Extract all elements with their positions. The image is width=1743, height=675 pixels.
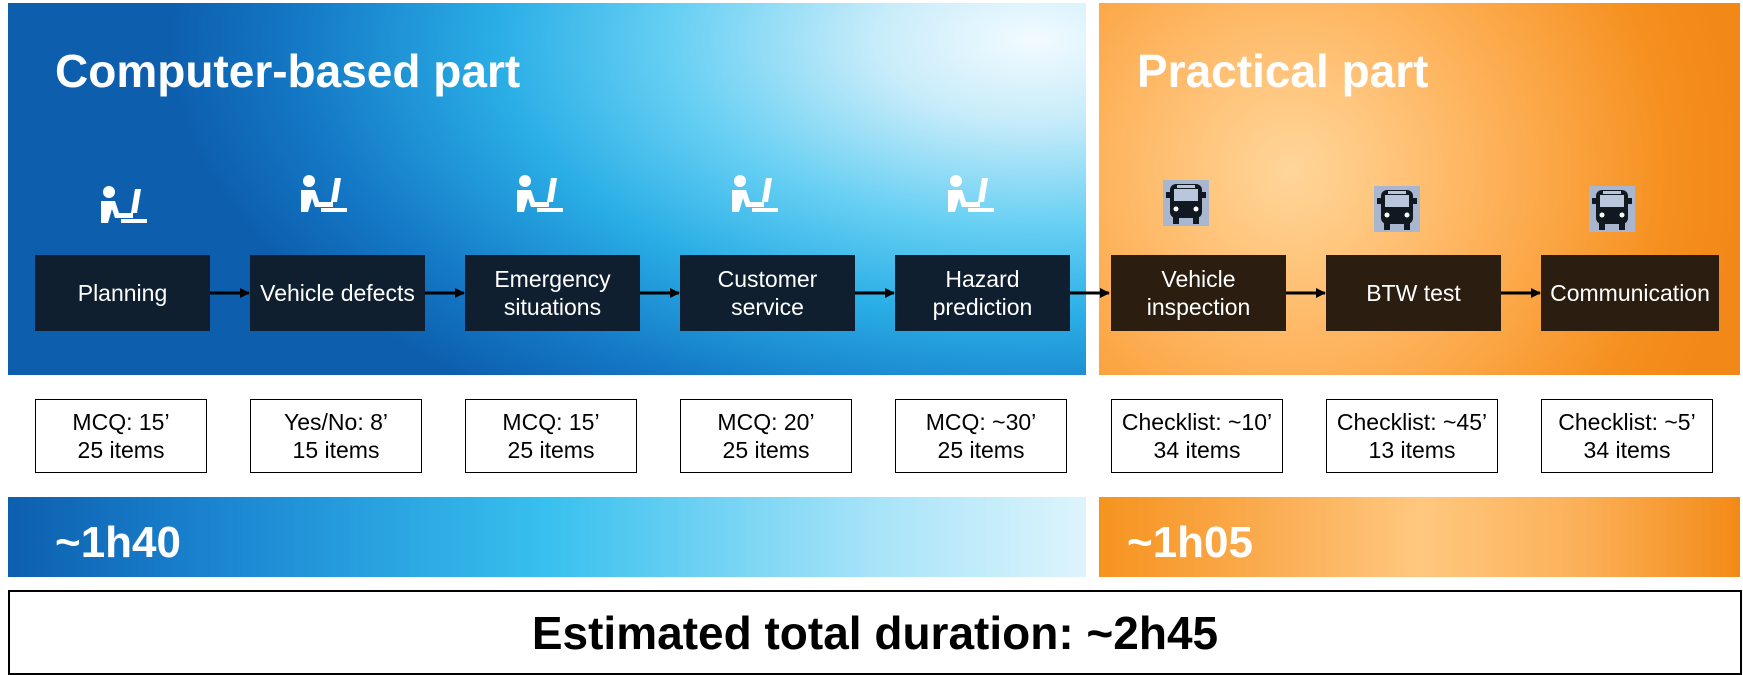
info-btw-test: Checklist: ~45’ 13 items (1326, 399, 1498, 473)
test-format: MCQ: 15’ (502, 409, 600, 435)
test-format: MCQ: 15’ (72, 409, 170, 435)
step-planning: Planning (35, 255, 210, 331)
info-vehicle-defects: Yes/No: 8’ 15 items (250, 399, 422, 473)
test-format: MCQ: ~30’ (925, 409, 1037, 435)
person-at-computer-icon (101, 186, 147, 223)
step-communication: Communication (1541, 255, 1719, 331)
item-count: 25 items (507, 437, 595, 463)
person-at-computer-icon (301, 175, 347, 212)
item-count: 15 items (292, 437, 380, 463)
test-format: Checklist: ~5’ (1558, 409, 1696, 435)
info-customer-service: MCQ: 20’ 25 items (680, 399, 852, 473)
test-format: Yes/No: 8’ (284, 409, 388, 435)
step-hazard-prediction: Hazard prediction (895, 255, 1070, 331)
practical-duration-bar (1099, 497, 1740, 577)
total-duration: Estimated total duration: ~2h45 (531, 607, 1219, 659)
person-at-computer-icon (948, 175, 994, 212)
item-count: 34 items (1153, 437, 1241, 463)
item-count: 25 items (77, 437, 165, 463)
info-hazard-prediction: MCQ: ~30’ 25 items (895, 399, 1067, 473)
item-count: 25 items (937, 437, 1025, 463)
computer-duration: ~1h40 (55, 518, 181, 567)
step-vehicle-inspection: Vehicle inspection (1111, 255, 1286, 331)
info-emergency-situations: MCQ: 15’ 25 items (465, 399, 637, 473)
total-duration-box: Estimated total duration: ~2h45 (8, 590, 1742, 675)
step-btw-test: BTW test (1326, 255, 1501, 331)
info-vehicle-inspection: Checklist: ~10’ 34 items (1111, 399, 1283, 473)
step-customer-service: Customer service (680, 255, 855, 331)
person-at-computer-icon (517, 175, 563, 212)
test-format: MCQ: 20’ (717, 409, 815, 435)
practical-duration: ~1h05 (1127, 518, 1253, 567)
computer-duration-bar (8, 497, 1086, 577)
info-communication: Checklist: ~5’ 34 items (1541, 399, 1713, 473)
info-planning: MCQ: 15’ 25 items (35, 399, 207, 473)
bus-icon (1374, 186, 1420, 232)
step-vehicle-defects: Vehicle defects (250, 255, 425, 331)
test-format: Checklist: ~10’ (1121, 409, 1273, 435)
item-count: 13 items (1368, 437, 1456, 463)
item-count: 25 items (722, 437, 810, 463)
practical-title: Practical part (1137, 45, 1429, 97)
item-count: 34 items (1583, 437, 1671, 463)
bus-icon (1589, 186, 1635, 232)
person-at-computer-icon (732, 175, 778, 212)
step-emergency-situations: Emergency situations (465, 255, 640, 331)
computer-based-title: Computer-based part (55, 45, 521, 97)
bus-icon (1163, 180, 1209, 226)
test-format: Checklist: ~45’ (1336, 409, 1488, 435)
